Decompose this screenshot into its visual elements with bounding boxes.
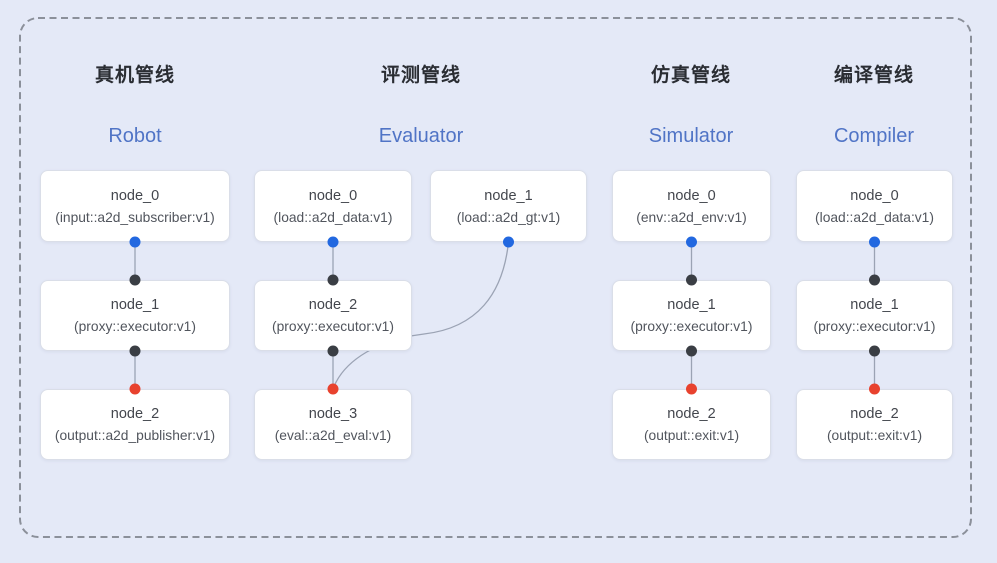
node-label: node_0 [850, 187, 899, 204]
node-label: node_2 [667, 406, 716, 422]
pipeline-node[interactable]: node_2(output::exit:v1) [796, 389, 953, 460]
node-sub-label: (proxy::executor:v1) [630, 319, 753, 334]
node-label: node_3 [308, 406, 358, 422]
pipeline-node[interactable]: node_2(output::a2d_publisher:v1) [40, 389, 230, 460]
pipeline-node[interactable]: node_1(load::a2d_gt:v1) [430, 170, 587, 242]
node-sub-label: (load::a2d_gt:v1) [456, 209, 561, 225]
node-sub-label: (proxy::executor:v1) [272, 319, 394, 334]
pipeline-title-en: Evaluator [378, 125, 464, 147]
node-sub-label: (eval::a2d_eval:v1) [274, 428, 392, 443]
node-sub-label: (output::a2d_publisher:v1) [54, 428, 216, 443]
node-sub-label: (output::exit:v1) [826, 428, 923, 443]
pipeline-title-en: Robot [108, 125, 162, 147]
node-label: node_1 [667, 297, 716, 313]
pipeline-title-zh: 真机管线 [94, 65, 175, 86]
pipeline-node[interactable]: node_1(proxy::executor:v1) [40, 280, 230, 351]
node-sub-label: (load::a2d_data:v1) [273, 209, 393, 225]
node-label: node_0 [110, 187, 160, 204]
pipeline-node[interactable]: node_2(output::exit:v1) [612, 389, 771, 460]
node-label: node_2 [110, 406, 160, 422]
node-label: node_2 [850, 406, 899, 422]
pipeline-title-en: Compiler [833, 125, 915, 147]
node-sub-label: (input::a2d_subscriber:v1) [55, 209, 215, 225]
node-sub-label: (proxy::executor:v1) [813, 319, 936, 334]
node-sub-label: (proxy::executor:v1) [74, 319, 196, 334]
pipeline-node[interactable]: node_0(input::a2d_subscriber:v1) [40, 170, 230, 242]
node-sub-label: (env::a2d_env:v1) [636, 209, 747, 225]
node-sub-label: (output::exit:v1) [643, 428, 740, 443]
pipeline-node[interactable]: node_1(proxy::executor:v1) [796, 280, 953, 351]
node-label: node_0 [667, 187, 716, 204]
pipeline-title-zh: 编译管线 [833, 65, 914, 86]
pipeline-node[interactable]: node_2(proxy::executor:v1) [254, 280, 412, 351]
pipeline-title-zh: 评测管线 [380, 65, 461, 86]
node-sub-label: (load::a2d_data:v1) [815, 209, 934, 225]
node-label: node_0 [308, 187, 358, 204]
node-label: node_1 [484, 187, 533, 204]
node-label: node_1 [850, 297, 899, 313]
pipeline-node[interactable]: node_0(load::a2d_data:v1) [796, 170, 953, 242]
node-label: node_2 [308, 297, 358, 313]
pipeline-node[interactable]: node_3(eval::a2d_eval:v1) [254, 389, 412, 460]
pipeline-node[interactable]: node_0(load::a2d_data:v1) [254, 170, 412, 242]
pipeline-node[interactable]: node_1(proxy::executor:v1) [612, 280, 771, 351]
node-label: node_1 [110, 297, 160, 313]
pipeline-node[interactable]: node_0(env::a2d_env:v1) [612, 170, 771, 242]
